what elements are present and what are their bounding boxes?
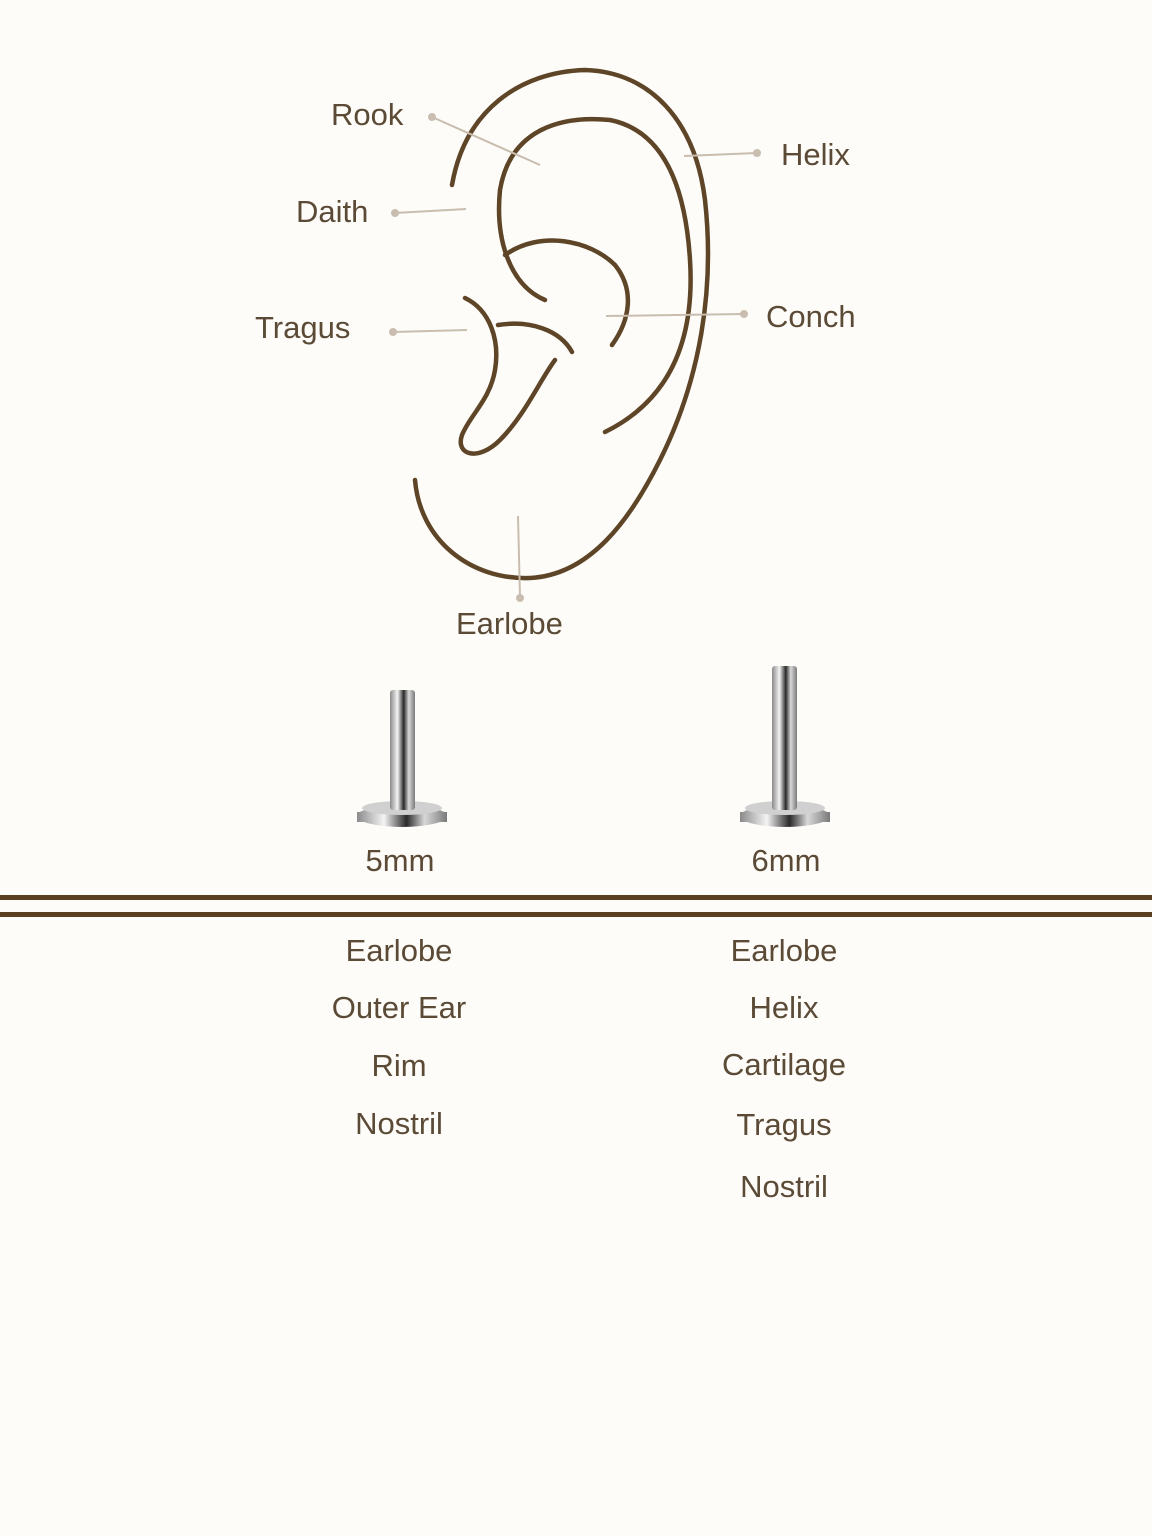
label-tragus: Tragus (255, 310, 351, 345)
use-item: Tragus (736, 1107, 832, 1142)
use-item: Outer Ear (331, 990, 467, 1025)
divider-bottom (0, 912, 1152, 917)
use-item: Cartilage (721, 1047, 847, 1082)
labret-6mm-icon (740, 666, 830, 827)
ear-diagram (389, 67, 761, 602)
use-item: Nostril (740, 1169, 828, 1204)
label-earlobe: Earlobe (456, 606, 563, 641)
label-daith: Daith (296, 194, 369, 229)
ear-antitragus-curve (495, 321, 575, 355)
label-conch: Conch (766, 299, 856, 334)
labret-5mm-icon (357, 690, 447, 827)
size-label-6mm: 6mm (751, 843, 821, 878)
use-item: Nostril (355, 1106, 443, 1141)
use-item: Earlobe (345, 933, 453, 968)
divider-top (0, 895, 1152, 900)
ear-antihelix-curve (496, 116, 693, 435)
ear-tragus-curve (458, 295, 558, 456)
ear-conch-curve (502, 238, 631, 348)
use-item: Earlobe (730, 933, 838, 968)
label-rook: Rook (331, 97, 404, 132)
label-helix: Helix (781, 137, 850, 172)
use-item: Helix (749, 990, 819, 1025)
size-label-5mm: 5mm (365, 843, 435, 878)
labret-images (357, 666, 830, 827)
use-item: Rim (371, 1048, 427, 1083)
